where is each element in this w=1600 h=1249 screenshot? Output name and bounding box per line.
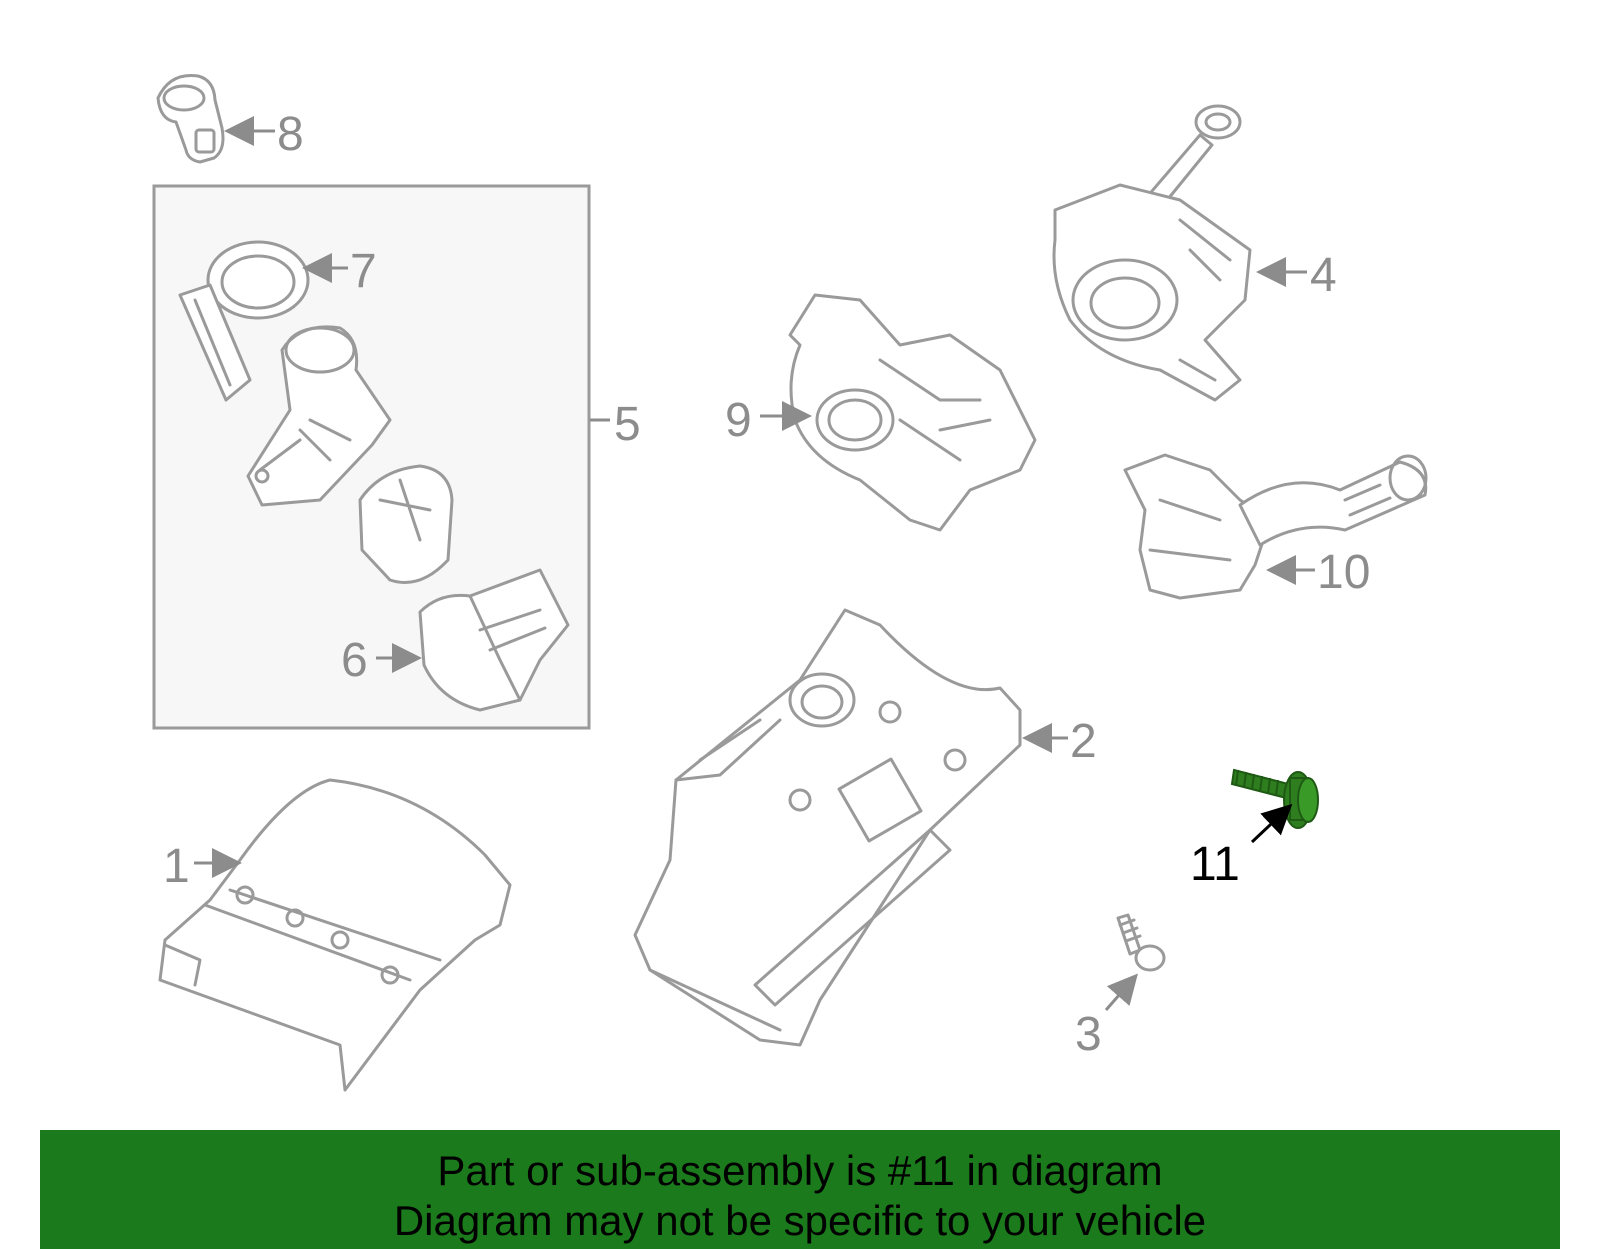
callout-5: 5 <box>614 398 641 451</box>
callout-8: 8 <box>224 108 304 161</box>
banner-line-1: Part or sub-assembly is #11 in diagram <box>437 1147 1163 1194</box>
callout-11[interactable]: 11 <box>1190 803 1293 891</box>
callout-3: 3 <box>1075 973 1138 1061</box>
part-5-lock-housing <box>246 325 454 584</box>
part-8-cap <box>156 73 225 164</box>
part-3-screw <box>1116 913 1166 972</box>
callout-label: 6 <box>341 634 368 687</box>
callout-6: 6 <box>341 634 422 687</box>
part-9-clock-spring <box>788 293 1037 532</box>
callout-1: 1 <box>163 840 242 893</box>
callout-label: 2 <box>1070 715 1097 768</box>
callout-label: 4 <box>1310 249 1337 302</box>
part-6-switch <box>418 568 570 712</box>
callout-10: 10 <box>1266 546 1370 599</box>
callout-label-highlighted: 11 <box>1190 838 1240 891</box>
part-2-lower-shroud <box>633 608 1022 1047</box>
callout-label: 5 <box>614 398 641 451</box>
part-info-banner: Part or sub-assembly is #11 in diagram D… <box>40 1130 1560 1249</box>
callout-2: 2 <box>1022 715 1097 768</box>
part-1-upper-shroud <box>158 778 512 1092</box>
callout-7: 7 <box>302 245 377 298</box>
part-4-ignition-switch <box>1052 104 1252 402</box>
callout-label: 1 <box>163 840 190 893</box>
callout-label: 10 <box>1317 546 1370 599</box>
callout-label: 3 <box>1075 1008 1102 1061</box>
callout-label: 8 <box>277 108 304 161</box>
banner-line-2: Diagram may not be specific to your vehi… <box>393 1197 1207 1244</box>
part-10-stalk-switch <box>1123 453 1428 600</box>
callout-9: 9 <box>725 394 812 447</box>
callout-label: 9 <box>725 394 752 447</box>
callout-4: 4 <box>1256 249 1337 302</box>
callout-label: 7 <box>350 245 377 298</box>
